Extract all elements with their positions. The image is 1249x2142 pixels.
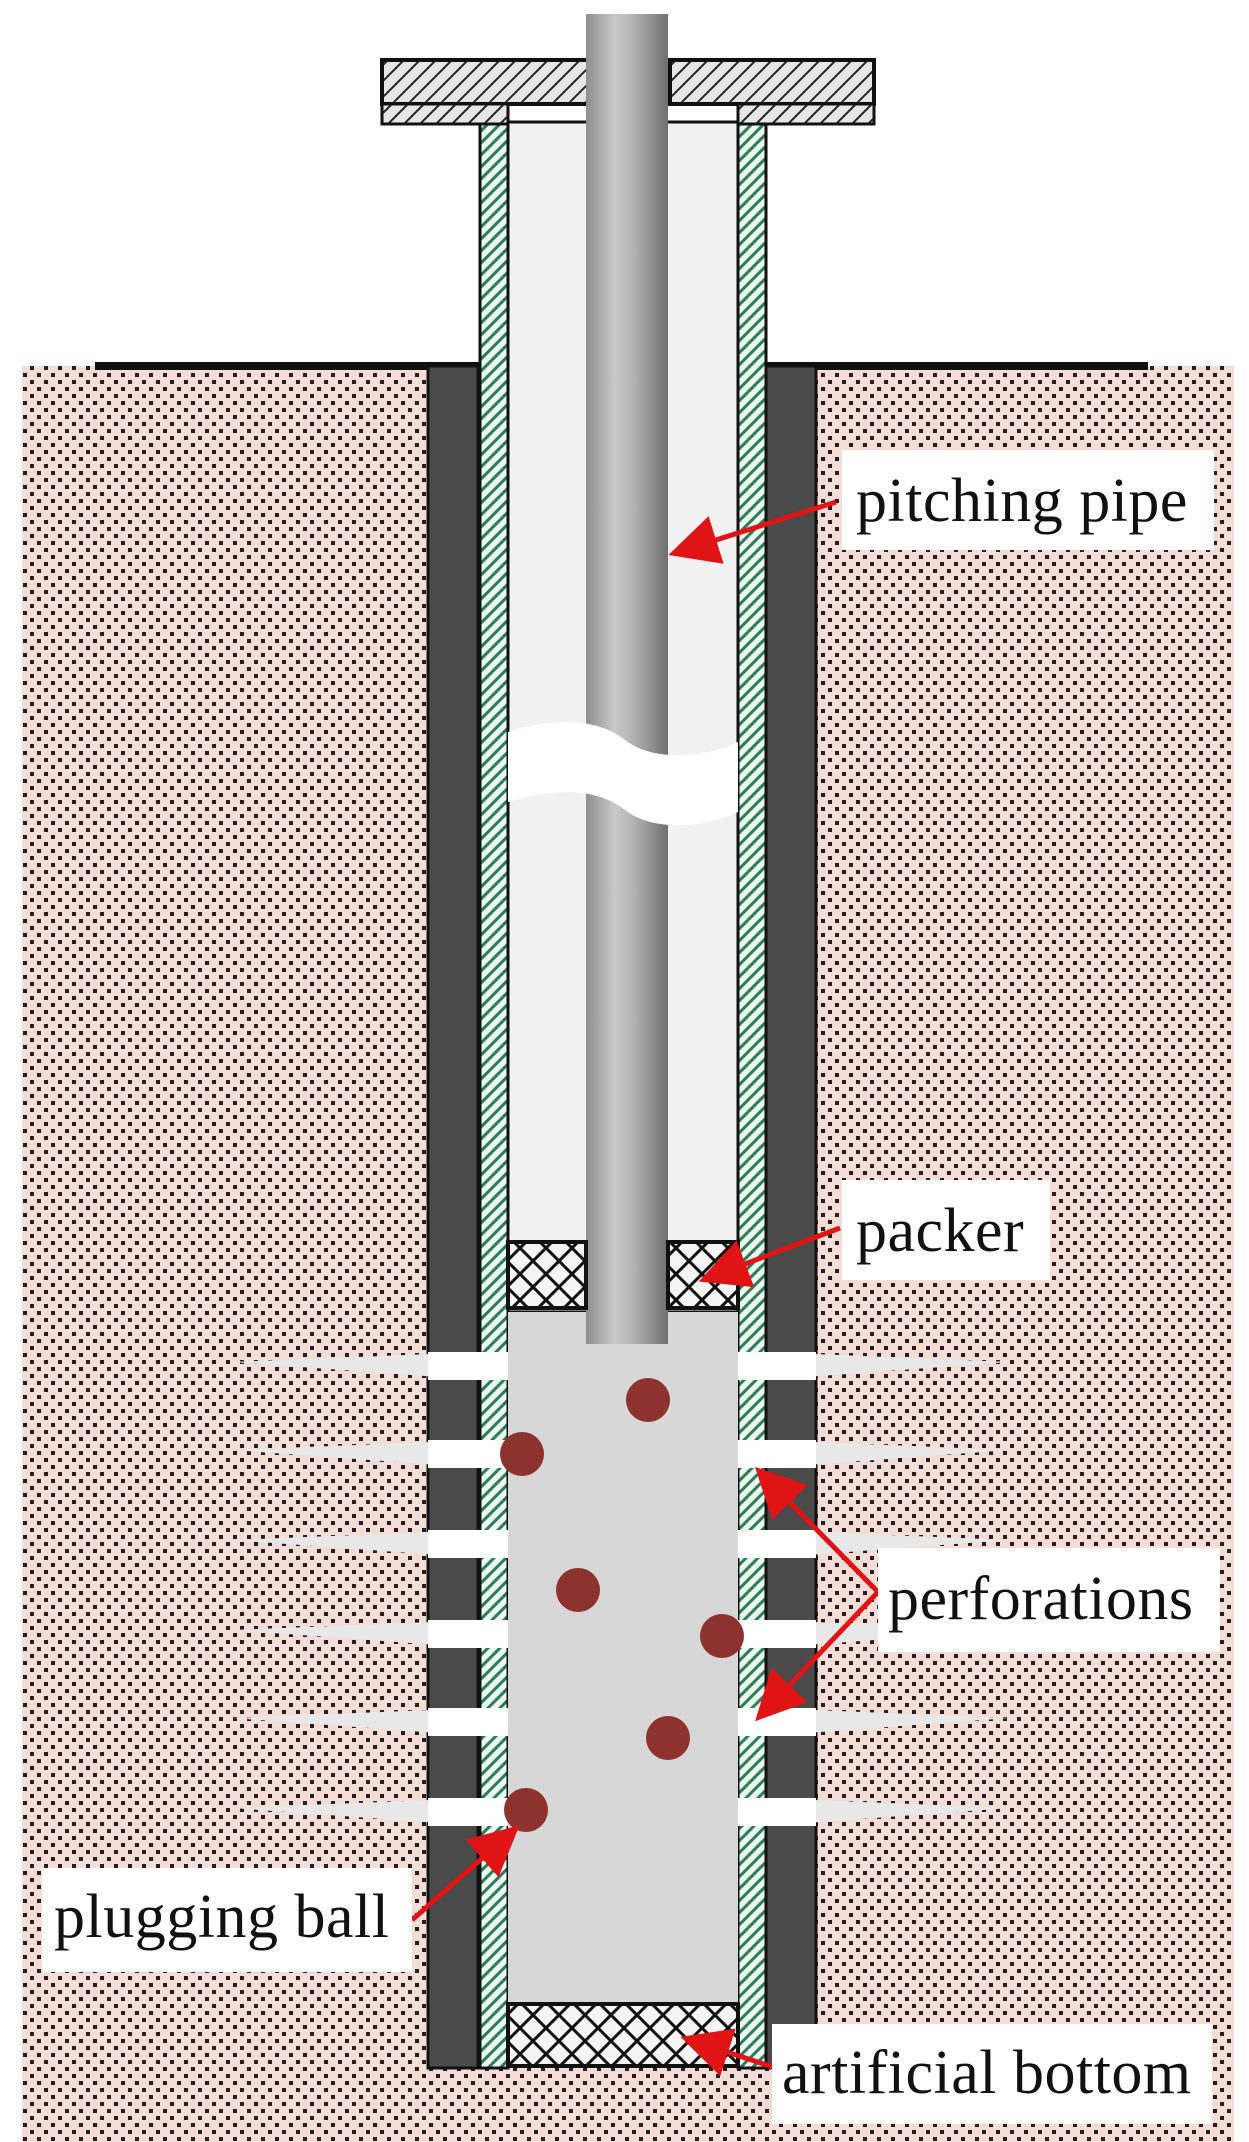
wellbore-fluid: [508, 1312, 738, 2068]
perforation-jet: [232, 1530, 480, 1558]
arrow-pitching-pipe: [668, 499, 837, 564]
wellhead-cap-right: [668, 58, 876, 106]
label-box-perforations: [878, 1548, 1220, 1652]
label-packer: packer: [856, 1197, 1025, 1265]
perforation-gap: [738, 1530, 816, 1558]
perforation-gap: [428, 1620, 508, 1648]
perforation-gap: [428, 1798, 508, 1826]
wellhead-flange-left: [380, 102, 510, 126]
label-perforations: perforations: [888, 1565, 1194, 1633]
wellhead-flange-right: [736, 102, 876, 126]
plugging-balls: [500, 1378, 744, 1832]
perforation-gap: [428, 1440, 508, 1468]
label-box-artificial-bottom: [772, 2024, 1212, 2124]
perforation-jet: [232, 1440, 480, 1468]
wellhead-cap-left: [380, 58, 590, 106]
packer-right: [666, 1240, 740, 1310]
label-pitching-pipe: pitching pipe: [856, 467, 1188, 535]
perforation-jets: [232, 1352, 1010, 1826]
break-symbol: [508, 722, 738, 826]
label-artificial-bottom: artificial bottom: [782, 2039, 1192, 2107]
arrow-plugging-ball: [410, 1825, 520, 1922]
perforation-gap: [428, 1708, 508, 1736]
perforation-jet: [766, 1798, 1010, 1826]
inner-wall-left: [478, 120, 510, 2070]
arrow-artificial-bottom: [680, 2028, 777, 2077]
label-box-pitching-pipe: [842, 450, 1214, 550]
artificial-bottom-block: [506, 2002, 740, 2068]
perforation-jet: [232, 1798, 480, 1826]
label-plugging-ball: plugging ball: [54, 1883, 390, 1951]
arrow-perforations-lower: [755, 1590, 880, 1722]
inner-wall-right: [736, 120, 768, 2070]
perforation-gap: [738, 1440, 816, 1468]
label-box-plugging-ball: [42, 1868, 412, 1972]
perforation-jet: [766, 1708, 1010, 1736]
perforation-jet: [232, 1708, 480, 1736]
casing-left: [426, 364, 480, 2070]
packer-left: [506, 1240, 588, 1310]
plugging-ball: [500, 1432, 544, 1476]
perforation-gap: [428, 1530, 508, 1558]
perforation-gap: [738, 1620, 816, 1648]
pitching-pipe: [586, 14, 668, 1344]
arrow-perforations-upper: [754, 1466, 880, 1594]
plugging-ball: [626, 1378, 670, 1422]
plugging-ball: [646, 1716, 690, 1760]
annotation-arrows: [410, 499, 880, 2077]
plugging-ball: [700, 1614, 744, 1658]
label-box-packer: [842, 1180, 1050, 1280]
perforation-jet: [232, 1620, 480, 1648]
perforation-gap: [738, 1798, 816, 1826]
plugging-ball: [504, 1788, 548, 1832]
plugging-ball: [556, 1568, 600, 1612]
perforation-jet: [766, 1440, 1010, 1468]
arrow-packer: [698, 1225, 841, 1288]
perforation-gap: [738, 1352, 816, 1380]
perforation-gap: [738, 1708, 816, 1736]
perforation-jet: [766, 1352, 1010, 1380]
perforation-gap: [428, 1352, 508, 1380]
perforation-jet: [232, 1352, 480, 1380]
